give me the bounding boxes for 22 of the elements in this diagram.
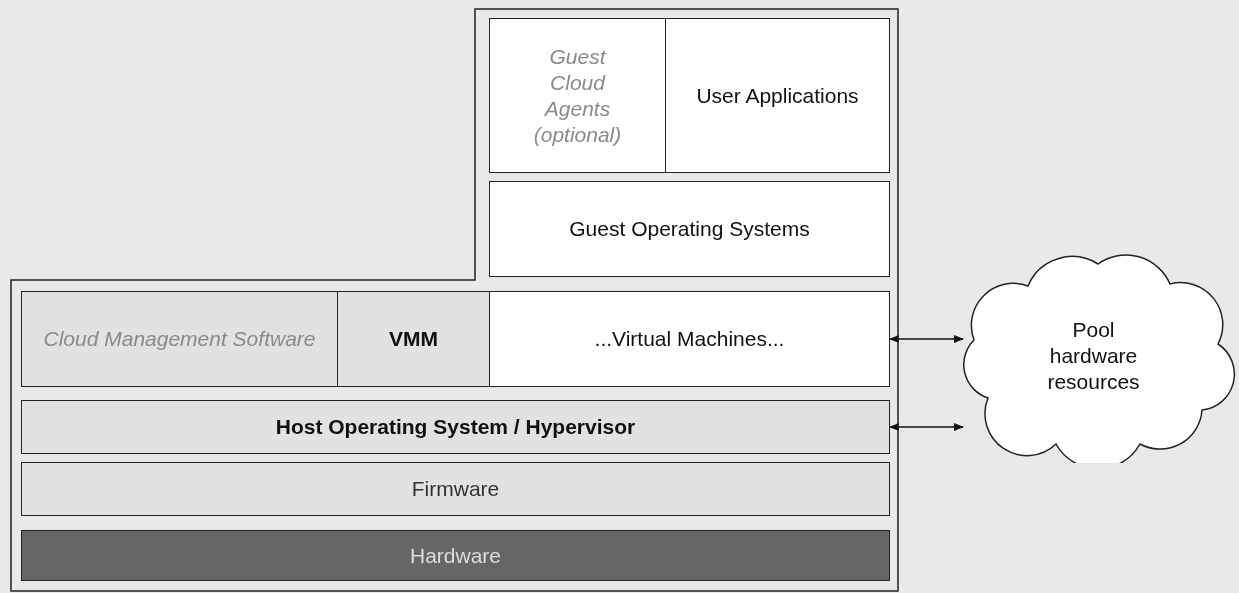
layer-label: ...Virtual Machines... <box>594 326 785 352</box>
layer-box <box>21 530 890 581</box>
system-stack-outline <box>10 8 899 592</box>
layer-label: VMM <box>389 326 438 352</box>
layer-label: User Applications <box>696 82 859 109</box>
double-arrow <box>889 335 964 343</box>
layer-box <box>665 18 890 173</box>
layer-box <box>21 462 890 516</box>
layer-label: Hardware <box>409 542 501 569</box>
layer-box <box>21 400 890 454</box>
layer-box <box>21 291 338 387</box>
layer-label: Host Operating System / Hypervisor <box>275 414 636 440</box>
layer-box <box>337 291 490 387</box>
layer-box <box>489 181 890 277</box>
double-arrow <box>889 423 964 431</box>
layer-box <box>489 291 890 387</box>
layer-label: Firmware <box>411 476 500 502</box>
layer-label: Guest Operating Systems <box>569 216 810 242</box>
layer-box <box>489 18 666 173</box>
layer-label: Cloud Management Software <box>42 326 317 352</box>
layer-label: Pool hardware resources <box>1046 316 1141 395</box>
layer-label: Guest Cloud Agents (optional) <box>532 43 623 148</box>
